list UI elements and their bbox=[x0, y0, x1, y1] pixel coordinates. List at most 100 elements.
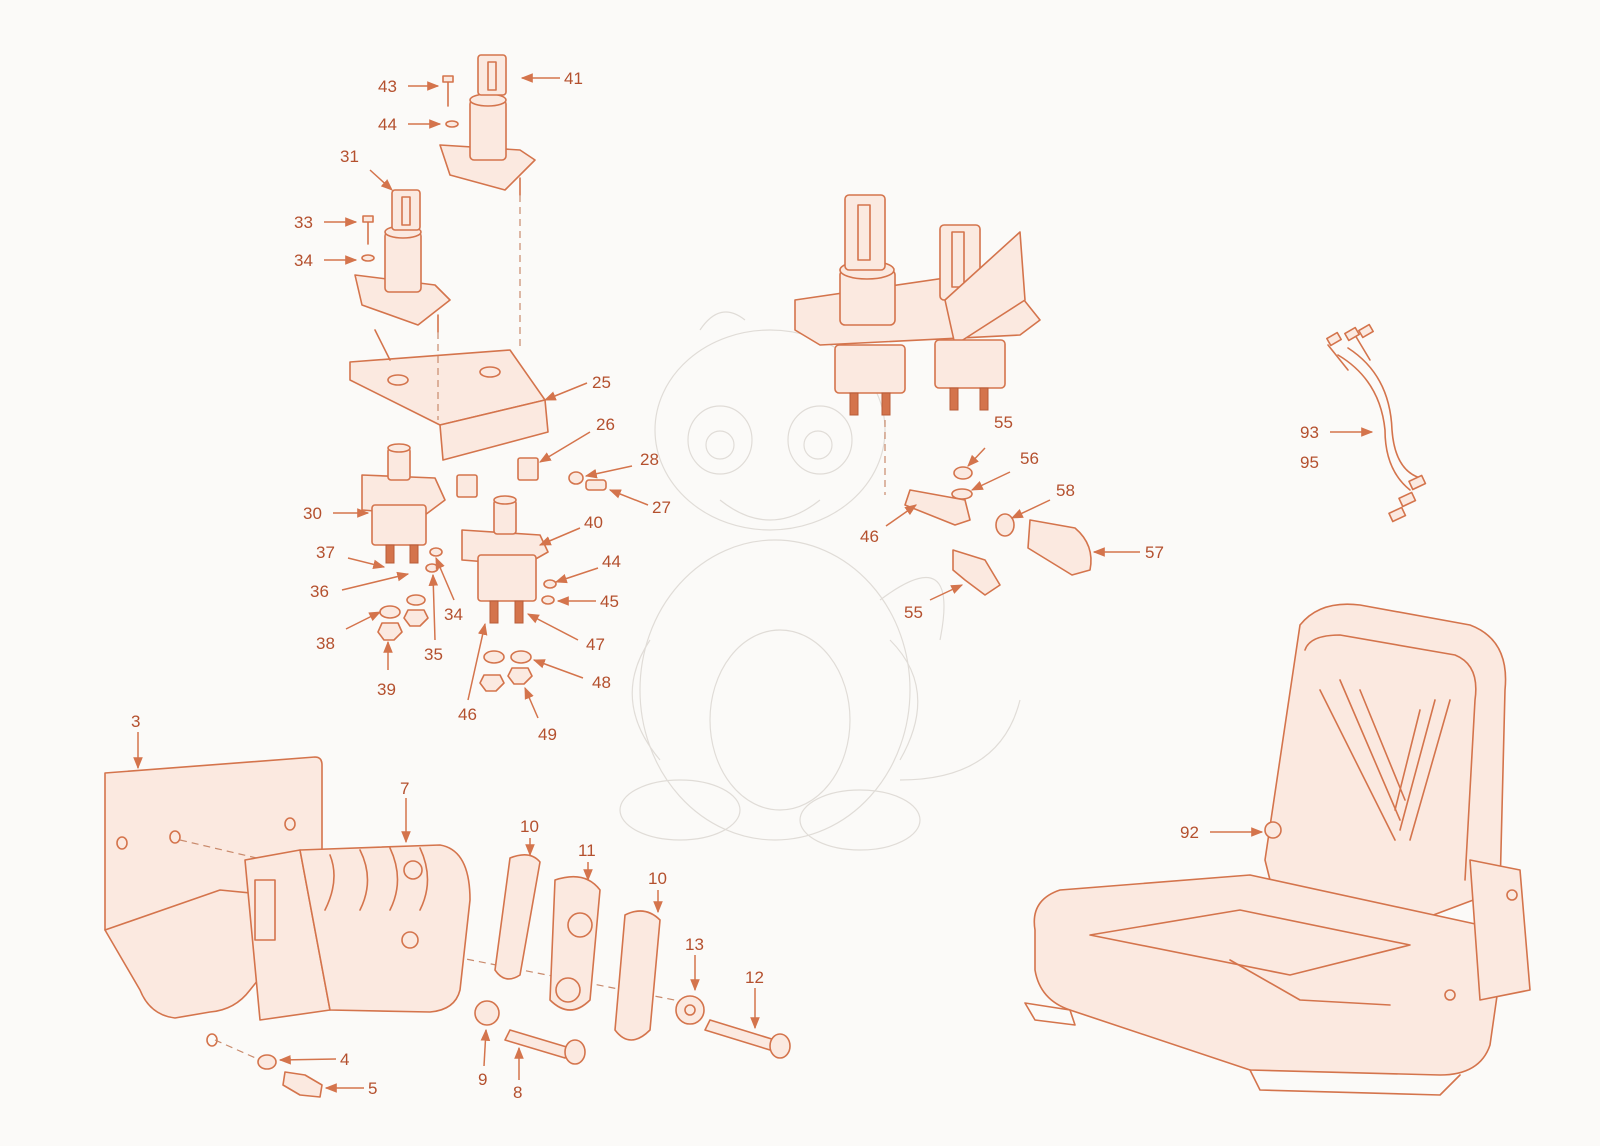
svg-text:36: 36 bbox=[310, 582, 329, 601]
callout-49: 49 bbox=[524, 686, 557, 744]
switch-30 bbox=[361, 443, 446, 564]
washer-34-top bbox=[361, 254, 375, 262]
callout-57: 57 bbox=[1092, 543, 1164, 562]
svg-text:28: 28 bbox=[640, 450, 659, 469]
callout-40: 40 bbox=[538, 513, 603, 546]
callout-34b: 34 bbox=[435, 556, 463, 624]
svg-text:11: 11 bbox=[578, 841, 596, 860]
callout-7: 7 bbox=[400, 779, 411, 844]
callout-10b: 10 bbox=[648, 869, 667, 914]
callout-55: 55 bbox=[967, 413, 1013, 467]
svg-text:47: 47 bbox=[586, 635, 605, 654]
callout-25: 25 bbox=[543, 373, 611, 401]
callout-33: 33 bbox=[294, 213, 358, 232]
callout-39: 39 bbox=[377, 640, 396, 699]
insert-10b bbox=[614, 910, 661, 1041]
callout-3: 3 bbox=[131, 712, 143, 770]
svg-text:55: 55 bbox=[904, 603, 923, 622]
callout-47: 47 bbox=[526, 613, 605, 654]
svg-text:12: 12 bbox=[745, 968, 764, 987]
svg-text:26: 26 bbox=[596, 415, 615, 434]
svg-text:10: 10 bbox=[648, 869, 667, 888]
screw-27 bbox=[585, 479, 607, 491]
callout-45: 45 bbox=[556, 592, 619, 611]
svg-text:27: 27 bbox=[652, 498, 671, 517]
svg-text:30: 30 bbox=[303, 504, 322, 523]
svg-text:95: 95 bbox=[1300, 453, 1319, 472]
battery-switch-41 bbox=[439, 54, 536, 196]
svg-text:34: 34 bbox=[294, 251, 313, 270]
bolt-5 bbox=[282, 1071, 323, 1098]
callout-44b: 44 bbox=[554, 552, 621, 584]
alignment-line bbox=[214, 1039, 261, 1061]
callout-35: 35 bbox=[424, 573, 443, 664]
callout-92: 92 bbox=[1180, 823, 1264, 842]
callout-12: 12 bbox=[745, 968, 764, 1030]
callout-30: 30 bbox=[303, 504, 370, 523]
battery-switch-31 bbox=[354, 189, 451, 333]
svg-text:41: 41 bbox=[564, 69, 583, 88]
svg-text:33: 33 bbox=[294, 213, 313, 232]
callout-43: 43 bbox=[378, 77, 440, 96]
svg-text:8: 8 bbox=[513, 1083, 522, 1102]
svg-text:46: 46 bbox=[458, 705, 477, 724]
callout-48: 48 bbox=[532, 659, 611, 692]
callout-46b: 46 bbox=[860, 504, 917, 546]
dual-switch-assembly bbox=[794, 194, 1041, 416]
callout-36: 36 bbox=[310, 571, 410, 601]
svg-text:43: 43 bbox=[378, 77, 397, 96]
svg-text:25: 25 bbox=[592, 373, 611, 392]
svg-text:34: 34 bbox=[444, 605, 463, 624]
insert-11 bbox=[549, 875, 601, 1011]
callout-26: 26 bbox=[538, 415, 615, 463]
svg-text:39: 39 bbox=[377, 680, 396, 699]
svg-text:40: 40 bbox=[584, 513, 603, 532]
svg-text:13: 13 bbox=[685, 935, 704, 954]
switch-40 bbox=[461, 495, 549, 624]
svg-text:92: 92 bbox=[1180, 823, 1199, 842]
svg-text:3: 3 bbox=[131, 712, 140, 731]
callout-8: 8 bbox=[513, 1046, 524, 1102]
callout-46: 46 bbox=[458, 622, 488, 724]
svg-text:58: 58 bbox=[1056, 481, 1075, 500]
svg-text:10: 10 bbox=[520, 817, 539, 836]
svg-text:49: 49 bbox=[538, 725, 557, 744]
wire-harness-93 bbox=[1326, 323, 1427, 523]
svg-text:5: 5 bbox=[368, 1079, 377, 1098]
svg-text:7: 7 bbox=[400, 779, 409, 798]
callout-27: 27 bbox=[608, 489, 671, 517]
operator-seat bbox=[1024, 603, 1531, 1096]
callout-11: 11 bbox=[578, 841, 596, 882]
bolt-12 bbox=[704, 1019, 791, 1059]
mounting-bracket-25 bbox=[349, 329, 549, 461]
svg-text:55: 55 bbox=[994, 413, 1013, 432]
clip-26 bbox=[456, 457, 539, 498]
bolt-43 bbox=[442, 75, 454, 107]
callout-93: 93 bbox=[1300, 423, 1374, 442]
callout-95: 95 bbox=[1300, 453, 1319, 472]
callout-56: 56 bbox=[970, 449, 1039, 491]
nuts-45-48-49 bbox=[479, 579, 557, 692]
washer-28 bbox=[568, 471, 584, 485]
callout-44: 44 bbox=[378, 115, 442, 134]
connector-housing-7 bbox=[244, 844, 471, 1021]
callout-34: 34 bbox=[294, 251, 358, 270]
callout-58: 58 bbox=[1010, 481, 1075, 519]
svg-text:45: 45 bbox=[600, 592, 619, 611]
callout-10: 10 bbox=[520, 817, 539, 857]
svg-text:57: 57 bbox=[1145, 543, 1164, 562]
washer-9 bbox=[474, 1000, 500, 1026]
callout-9: 9 bbox=[478, 1028, 491, 1089]
washer-4 bbox=[257, 1054, 277, 1070]
svg-text:44: 44 bbox=[378, 115, 397, 134]
svg-text:31: 31 bbox=[340, 147, 359, 166]
callout-5: 5 bbox=[324, 1079, 377, 1098]
callout-41: 41 bbox=[520, 69, 583, 88]
svg-text:93: 93 bbox=[1300, 423, 1319, 442]
callout-13: 13 bbox=[685, 935, 704, 992]
dragon-watermark bbox=[619, 306, 1021, 851]
bolt-33 bbox=[362, 215, 374, 245]
callout-31: 31 bbox=[340, 147, 393, 191]
callout-55b: 55 bbox=[904, 584, 964, 622]
